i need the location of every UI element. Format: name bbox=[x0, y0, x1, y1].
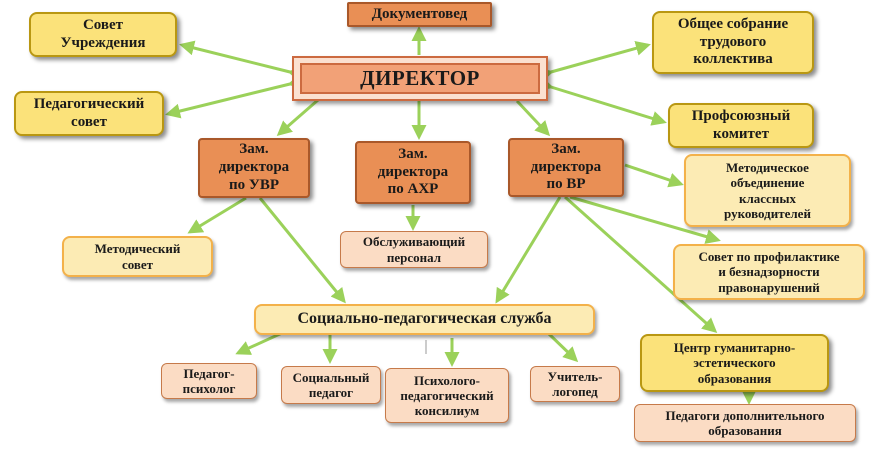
zam-vr-box: Зам. директора по ВР bbox=[508, 138, 624, 197]
sovet-uchrezhdeniya-box: Совет Учреждения bbox=[29, 12, 177, 57]
pedagog-psiholog-box: Педагог- психолог bbox=[161, 363, 257, 399]
arrow-director-zam-uvr bbox=[276, 98, 319, 136]
uchitel-logoped-box: Учитель- логопед bbox=[530, 366, 620, 402]
metod-sovet-box: Методический совет bbox=[62, 236, 213, 277]
arrow-director-pedsovet bbox=[165, 73, 304, 119]
profsoyuzny-box: Профсоюзный комитет bbox=[668, 103, 814, 148]
psih-ped-konsilium-box: Психолого- педагогический консилиум bbox=[385, 368, 509, 423]
centr-gum-box: Центр гуманитарно- эстетического образов… bbox=[640, 334, 829, 392]
arrow-uvr-socped bbox=[258, 197, 346, 304]
dokumentoved-box: Документовед bbox=[347, 2, 492, 27]
arrow-socped-psiholog bbox=[235, 331, 283, 355]
metod-obyedinenie-box: Методическое объединение классных руково… bbox=[684, 154, 851, 227]
zam-ahr-box: Зам. директора по АХР bbox=[355, 141, 471, 204]
director-box: ДИРЕКТОР bbox=[300, 63, 540, 94]
pedagogi-dop-box: Педагоги дополнительного образования bbox=[634, 404, 856, 442]
obsluzh-personal-box: Обслуживающий персонал bbox=[340, 231, 488, 268]
arrow-uvr-metodsovet bbox=[187, 196, 247, 234]
ped-sovet-box: Педагогический совет bbox=[14, 91, 164, 136]
arrow-vr-centrgum bbox=[564, 195, 718, 333]
socped-sluzhba-box: Социально-педагогическая служба bbox=[254, 304, 595, 335]
sovet-profilaktiki-box: Совет по профилактике и безнадзорности п… bbox=[673, 244, 865, 300]
arrow-director-zam-vr bbox=[515, 99, 551, 137]
arrow-vr-metodobyed bbox=[624, 163, 684, 188]
arrow-socped-logoped bbox=[547, 332, 579, 363]
arrow-vr-socped bbox=[495, 196, 562, 304]
obshchee-sobranie-box: Общее собрание трудового коллектива bbox=[652, 11, 814, 74]
director-frame: ДИРЕКТОР bbox=[292, 56, 548, 101]
arrow-director-sovet bbox=[179, 40, 304, 83]
socialny-pedagog-box: Социальный педагог bbox=[281, 366, 381, 404]
arrow-director-sobranie bbox=[537, 40, 651, 83]
zam-uvr-box: Зам. директора по УВР bbox=[198, 138, 310, 198]
arrow-vr-sovetprof bbox=[569, 195, 721, 244]
arrow-director-profsoyuz bbox=[537, 76, 667, 126]
